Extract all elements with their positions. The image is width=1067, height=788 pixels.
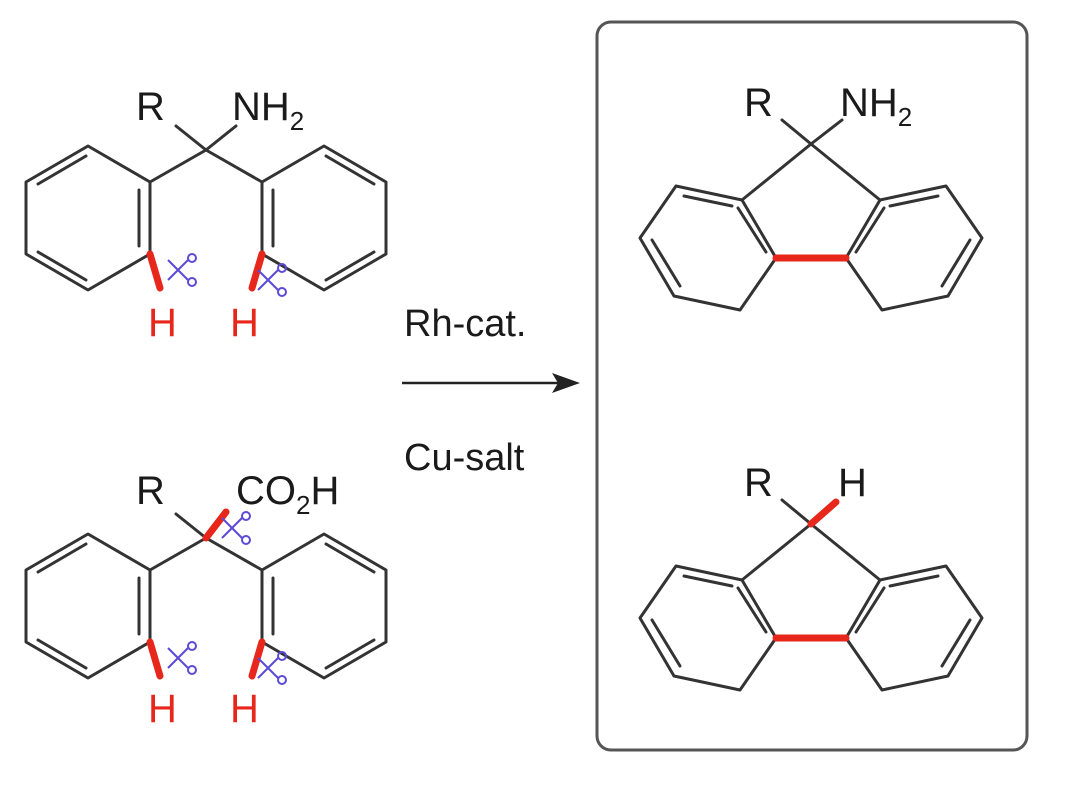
scissors-icon	[167, 253, 197, 287]
benzene-ring-left	[24, 532, 152, 680]
carboxyl-group-label: CO2H	[236, 469, 339, 520]
hydrogen-right: H	[230, 687, 259, 731]
benzene-ring-right	[260, 532, 388, 680]
hydrogen-right: H	[230, 301, 259, 345]
amino-group-label: NH2	[232, 85, 304, 136]
catalyst-label: Rh-cat.	[404, 303, 526, 345]
product-aminofluorene: R NH2	[640, 81, 982, 310]
additive-label: Cu-salt	[404, 437, 525, 479]
substituent-r: R	[136, 469, 165, 513]
scissors-icon	[257, 651, 287, 685]
hydrogen-label: H	[838, 461, 867, 505]
scissors-icon	[257, 263, 287, 297]
product-fluorene: R H	[640, 461, 982, 690]
hydrogen-left: H	[148, 301, 177, 345]
benzene-ring-left	[24, 144, 152, 292]
benzene-ring-right	[260, 144, 388, 292]
reaction-arrow: Rh-cat. Cu-salt	[402, 303, 580, 479]
substituent-r: R	[744, 81, 773, 125]
reactant-acid: R CO2H H H	[24, 469, 388, 731]
arrow-head-icon	[552, 373, 580, 393]
scissors-icon	[167, 641, 197, 675]
amino-group-label: NH2	[840, 81, 912, 132]
reactant-amine: R NH2 H H	[24, 85, 388, 345]
substituent-r: R	[136, 85, 165, 129]
substituent-r: R	[744, 461, 773, 505]
hydrogen-left: H	[148, 687, 177, 731]
products-box	[595, 20, 1029, 752]
